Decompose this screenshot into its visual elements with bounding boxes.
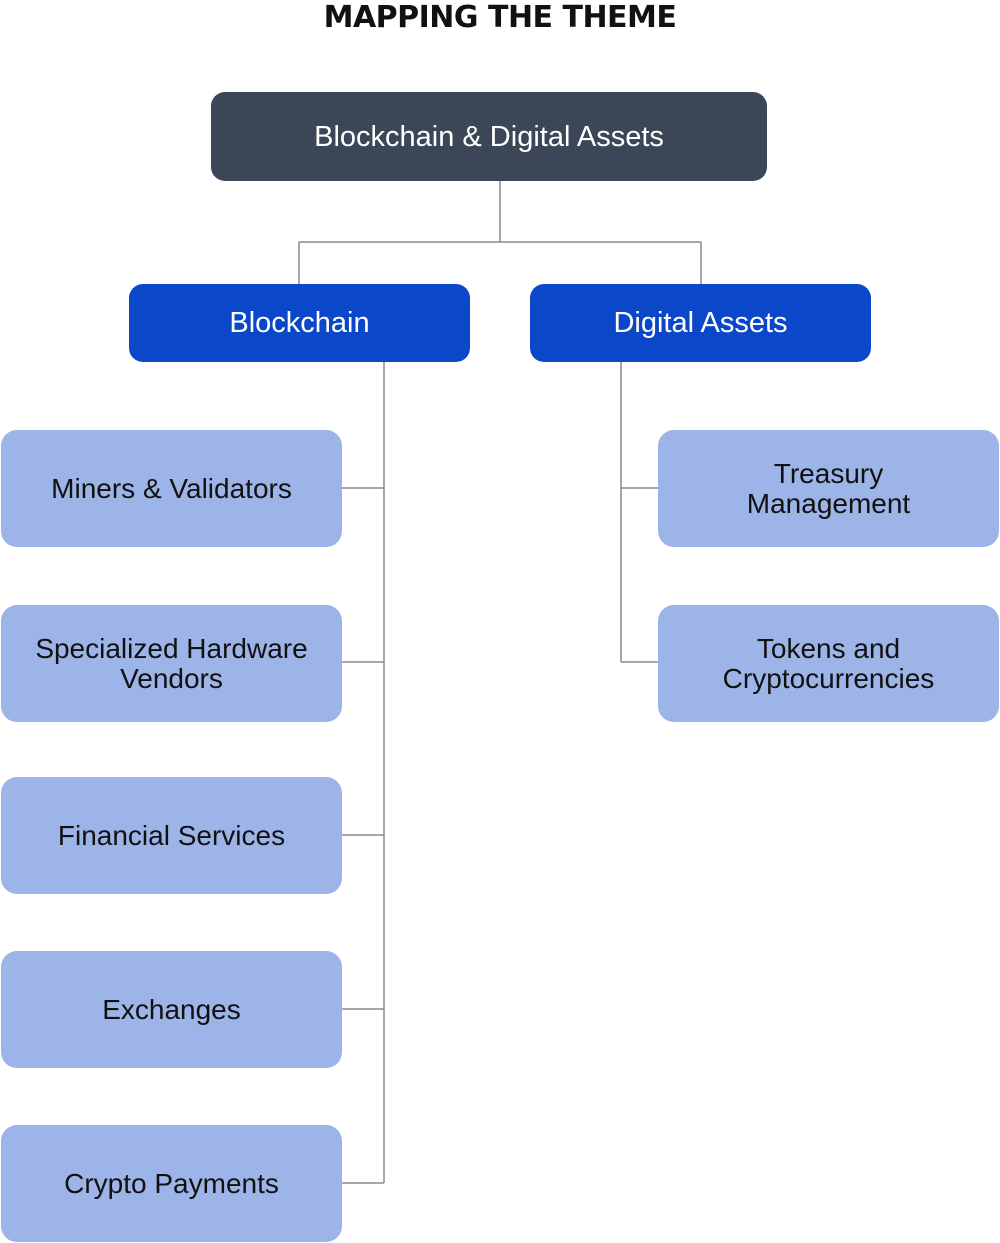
leaf-node-label: Financial Services bbox=[57, 819, 286, 851]
leaf-node-label: Exchanges bbox=[102, 993, 241, 1025]
root-node: Blockchain & Digital Assets bbox=[211, 92, 767, 181]
leaf-node-label: Crypto Payments bbox=[64, 1167, 279, 1199]
leaf-node-label: Treasury Management bbox=[746, 457, 911, 519]
leaf-node-treasury-management: Treasury Management bbox=[658, 430, 999, 547]
leaf-node-tokens-cryptocurrencies: Tokens and Cryptocurrencies bbox=[658, 605, 999, 722]
branch-node-label: Blockchain bbox=[229, 307, 370, 339]
leaf-node-label: Tokens and Cryptocurrencies bbox=[722, 632, 935, 694]
leaf-node-label: Miners & Validators bbox=[51, 472, 292, 504]
leaf-node-financial-services: Financial Services bbox=[1, 777, 342, 894]
diagram-title: MAPPING THE THEME bbox=[323, 0, 677, 35]
root-node-label: Blockchain & Digital Assets bbox=[314, 120, 664, 153]
leaf-node-exchanges: Exchanges bbox=[1, 951, 342, 1068]
branch-node-digital-assets: Digital Assets bbox=[530, 284, 871, 362]
leaf-node-label: Specialized Hardware Vendors bbox=[35, 632, 308, 694]
branch-node-label: Digital Assets bbox=[613, 307, 788, 339]
leaf-node-crypto-payments: Crypto Payments bbox=[1, 1125, 342, 1242]
leaf-node-miners-validators: Miners & Validators bbox=[1, 430, 342, 547]
branch-node-blockchain: Blockchain bbox=[129, 284, 470, 362]
leaf-node-specialized-hardware-vendors: Specialized Hardware Vendors bbox=[1, 605, 342, 722]
